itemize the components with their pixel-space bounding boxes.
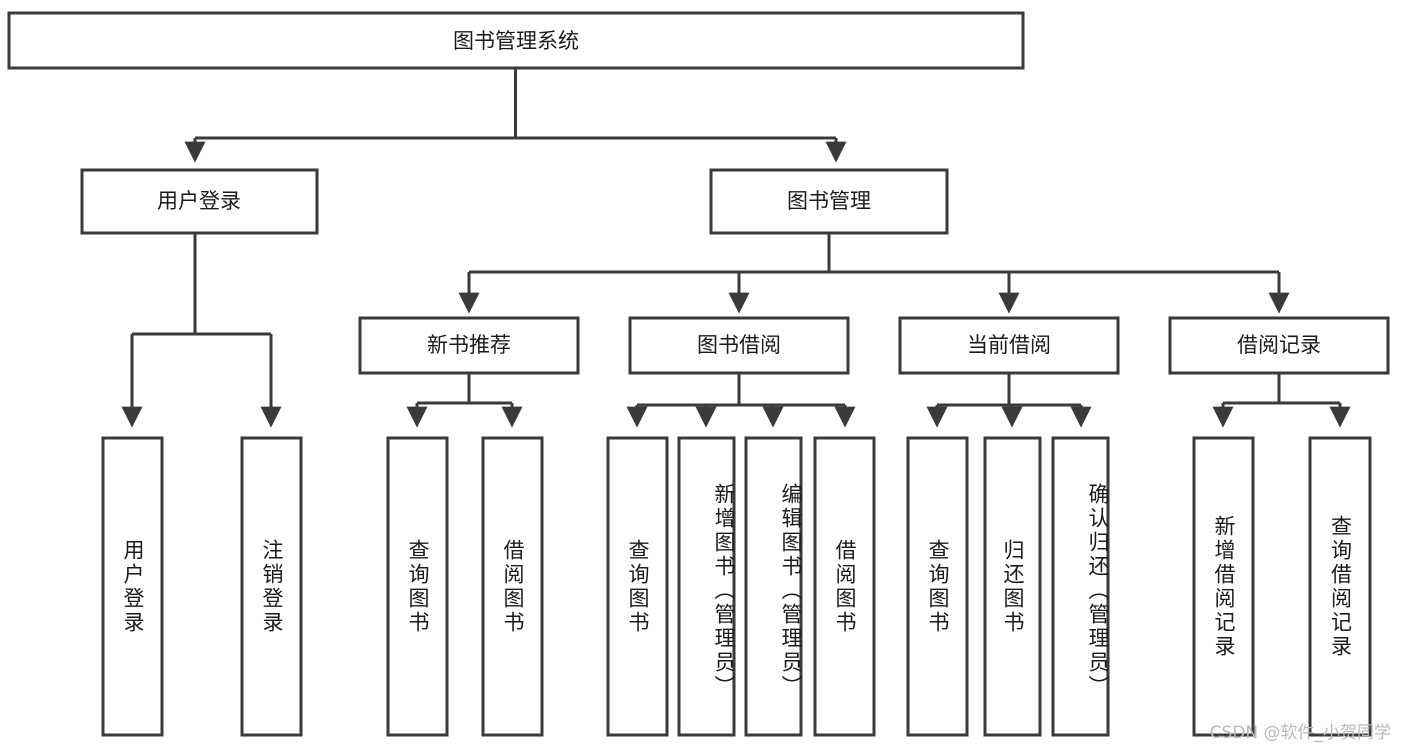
- leaf-label-add-book-admin: 新增图书（管理员）: [712, 482, 736, 699]
- leaf-box[interactable]: [240, 436, 303, 737]
- node-borrow-record[interactable]: 借阅记录: [1168, 316, 1390, 375]
- connector-new-book-to-leaves: [406, 373, 523, 428]
- leaf-box[interactable]: [983, 436, 1042, 737]
- node-new-book-recommend-label: 新书推荐: [427, 333, 511, 357]
- leaf-box[interactable]: [1051, 436, 1110, 737]
- leaf-box-group: [101, 436, 1372, 737]
- connector-current-borrow-to-leaves: [926, 373, 1092, 428]
- node-root-label: 图书管理系统: [453, 29, 579, 53]
- connector-user-login-to-leaves: [121, 233, 282, 428]
- connector-book-borrow-to-leaves: [626, 373, 856, 428]
- watermark: CSDN @软件_小贺同学: [1209, 723, 1391, 743]
- leaf-box[interactable]: [101, 436, 164, 737]
- node-book-manage-label: 图书管理: [787, 189, 871, 213]
- leaf-box[interactable]: [1192, 436, 1255, 737]
- leaf-label-return-book: 归还图书: [1001, 538, 1025, 635]
- leaf-box[interactable]: [606, 436, 669, 737]
- node-borrow-record-label: 借阅记录: [1237, 333, 1321, 357]
- leaf-label-edit-book-admin: 编辑图书（管理员）: [779, 482, 803, 699]
- node-book-borrow-label: 图书借阅: [697, 333, 781, 357]
- node-current-borrow-label: 当前借阅: [967, 333, 1051, 357]
- connector-root-to-level1: [184, 68, 847, 163]
- node-new-book-recommend[interactable]: 新书推荐: [358, 316, 580, 375]
- leaf-label-confirm-return-admin: 确认归还（管理员）: [1086, 482, 1110, 699]
- node-current-borrow[interactable]: 当前借阅: [898, 316, 1120, 375]
- node-user-login[interactable]: 用户登录: [80, 168, 319, 235]
- leaf-label-query-book-3: 查询图书: [926, 538, 950, 635]
- leaf-box[interactable]: [744, 436, 803, 737]
- node-book-borrow[interactable]: 图书借阅: [628, 316, 850, 375]
- leaf-label-query-borrow-record: 查询借阅记录: [1328, 514, 1353, 659]
- leaf-label-borrow-book-2: 借阅图书: [833, 538, 857, 635]
- leaf-box[interactable]: [481, 436, 544, 737]
- leaf-label-user-login: 用户登录: [121, 538, 145, 635]
- node-user-login-label: 用户登录: [157, 189, 241, 213]
- leaf-label-add-borrow-record: 新增借阅记录: [1212, 514, 1236, 659]
- leaf-label-logout: 注销登录: [260, 538, 284, 635]
- leaf-box[interactable]: [1308, 436, 1372, 737]
- node-root[interactable]: 图书管理系统: [7, 11, 1025, 70]
- connector-book-manage-to-level2: [458, 233, 1290, 314]
- leaf-box[interactable]: [386, 436, 449, 737]
- leaf-box[interactable]: [906, 436, 969, 737]
- leaf-label-borrow-book-1: 借阅图书: [501, 538, 525, 635]
- leaf-box[interactable]: [677, 436, 736, 737]
- connector-borrow-record-to-leaves: [1212, 373, 1351, 428]
- leaf-label-query-book-2: 查询图书: [626, 538, 650, 635]
- leaf-label-query-book-1: 查询图书: [406, 538, 430, 635]
- node-book-manage[interactable]: 图书管理: [709, 168, 949, 235]
- leaf-box[interactable]: [813, 436, 876, 737]
